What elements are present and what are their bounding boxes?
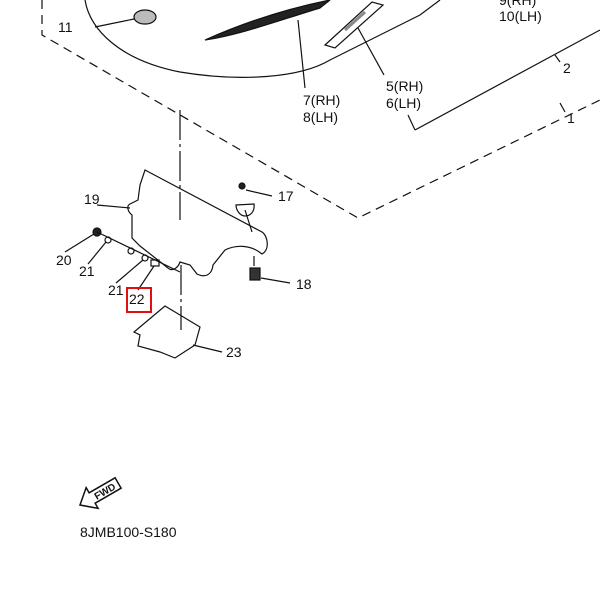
grommet [235, 203, 255, 217]
callout-21-a: 21 [79, 263, 95, 279]
callout-10: 10(LH) [499, 8, 542, 24]
fwd-label: FWD [93, 482, 118, 503]
assembly-axis-line [96, 231, 181, 273]
leader-lines [64, 233, 155, 291]
highlight-box-22 [126, 287, 152, 313]
leader-line [96, 204, 131, 209]
callout-6: 6(LH) [386, 95, 422, 111]
leader-line [297, 19, 306, 89]
leader-line [407, 114, 416, 131]
callout-20: 20 [56, 252, 72, 268]
callout-9: 9(RH) [499, 0, 537, 8]
callout-8: 8(LH) [303, 109, 339, 125]
seat-line-2 [414, 29, 600, 131]
leader-line [94, 18, 135, 28]
callout-17: 17 [278, 188, 294, 204]
hull-dashed-outline [41, 0, 600, 219]
screw-17 [238, 182, 246, 190]
callout-19: 19 [84, 191, 100, 207]
callout-22[interactable]: 22 [129, 291, 145, 307]
plate-23 [132, 305, 201, 359]
bracket-19 [127, 169, 268, 277]
callout-7: 7(RH) [303, 92, 341, 108]
callout-1: 1 [567, 110, 575, 126]
leader-line [245, 189, 273, 197]
callout-5: 5(RH) [386, 78, 424, 94]
callout-23: 23 [226, 344, 242, 360]
callout-2: 2 [563, 60, 571, 76]
diagram-code: 8JMB100-S180 [80, 524, 177, 540]
logo-emblem [133, 9, 157, 25]
leader-line [260, 277, 291, 284]
assembly-axis-line [244, 209, 253, 233]
leader-line [357, 27, 385, 76]
callout-21-b: 21 [108, 282, 124, 298]
leader-line [559, 102, 566, 113]
clip-18 [249, 267, 261, 281]
badge-decal-hatch [343, 10, 367, 32]
callout-11: 11 [58, 19, 73, 35]
badge-decal [323, 1, 385, 49]
leader-line [192, 344, 223, 353]
callout-18: 18 [296, 276, 312, 292]
leader-line [554, 54, 561, 63]
decal-graphic [204, 0, 331, 41]
seat-cover-outline [84, 0, 441, 78]
fwd-arrow-icon: FWD [79, 476, 123, 510]
